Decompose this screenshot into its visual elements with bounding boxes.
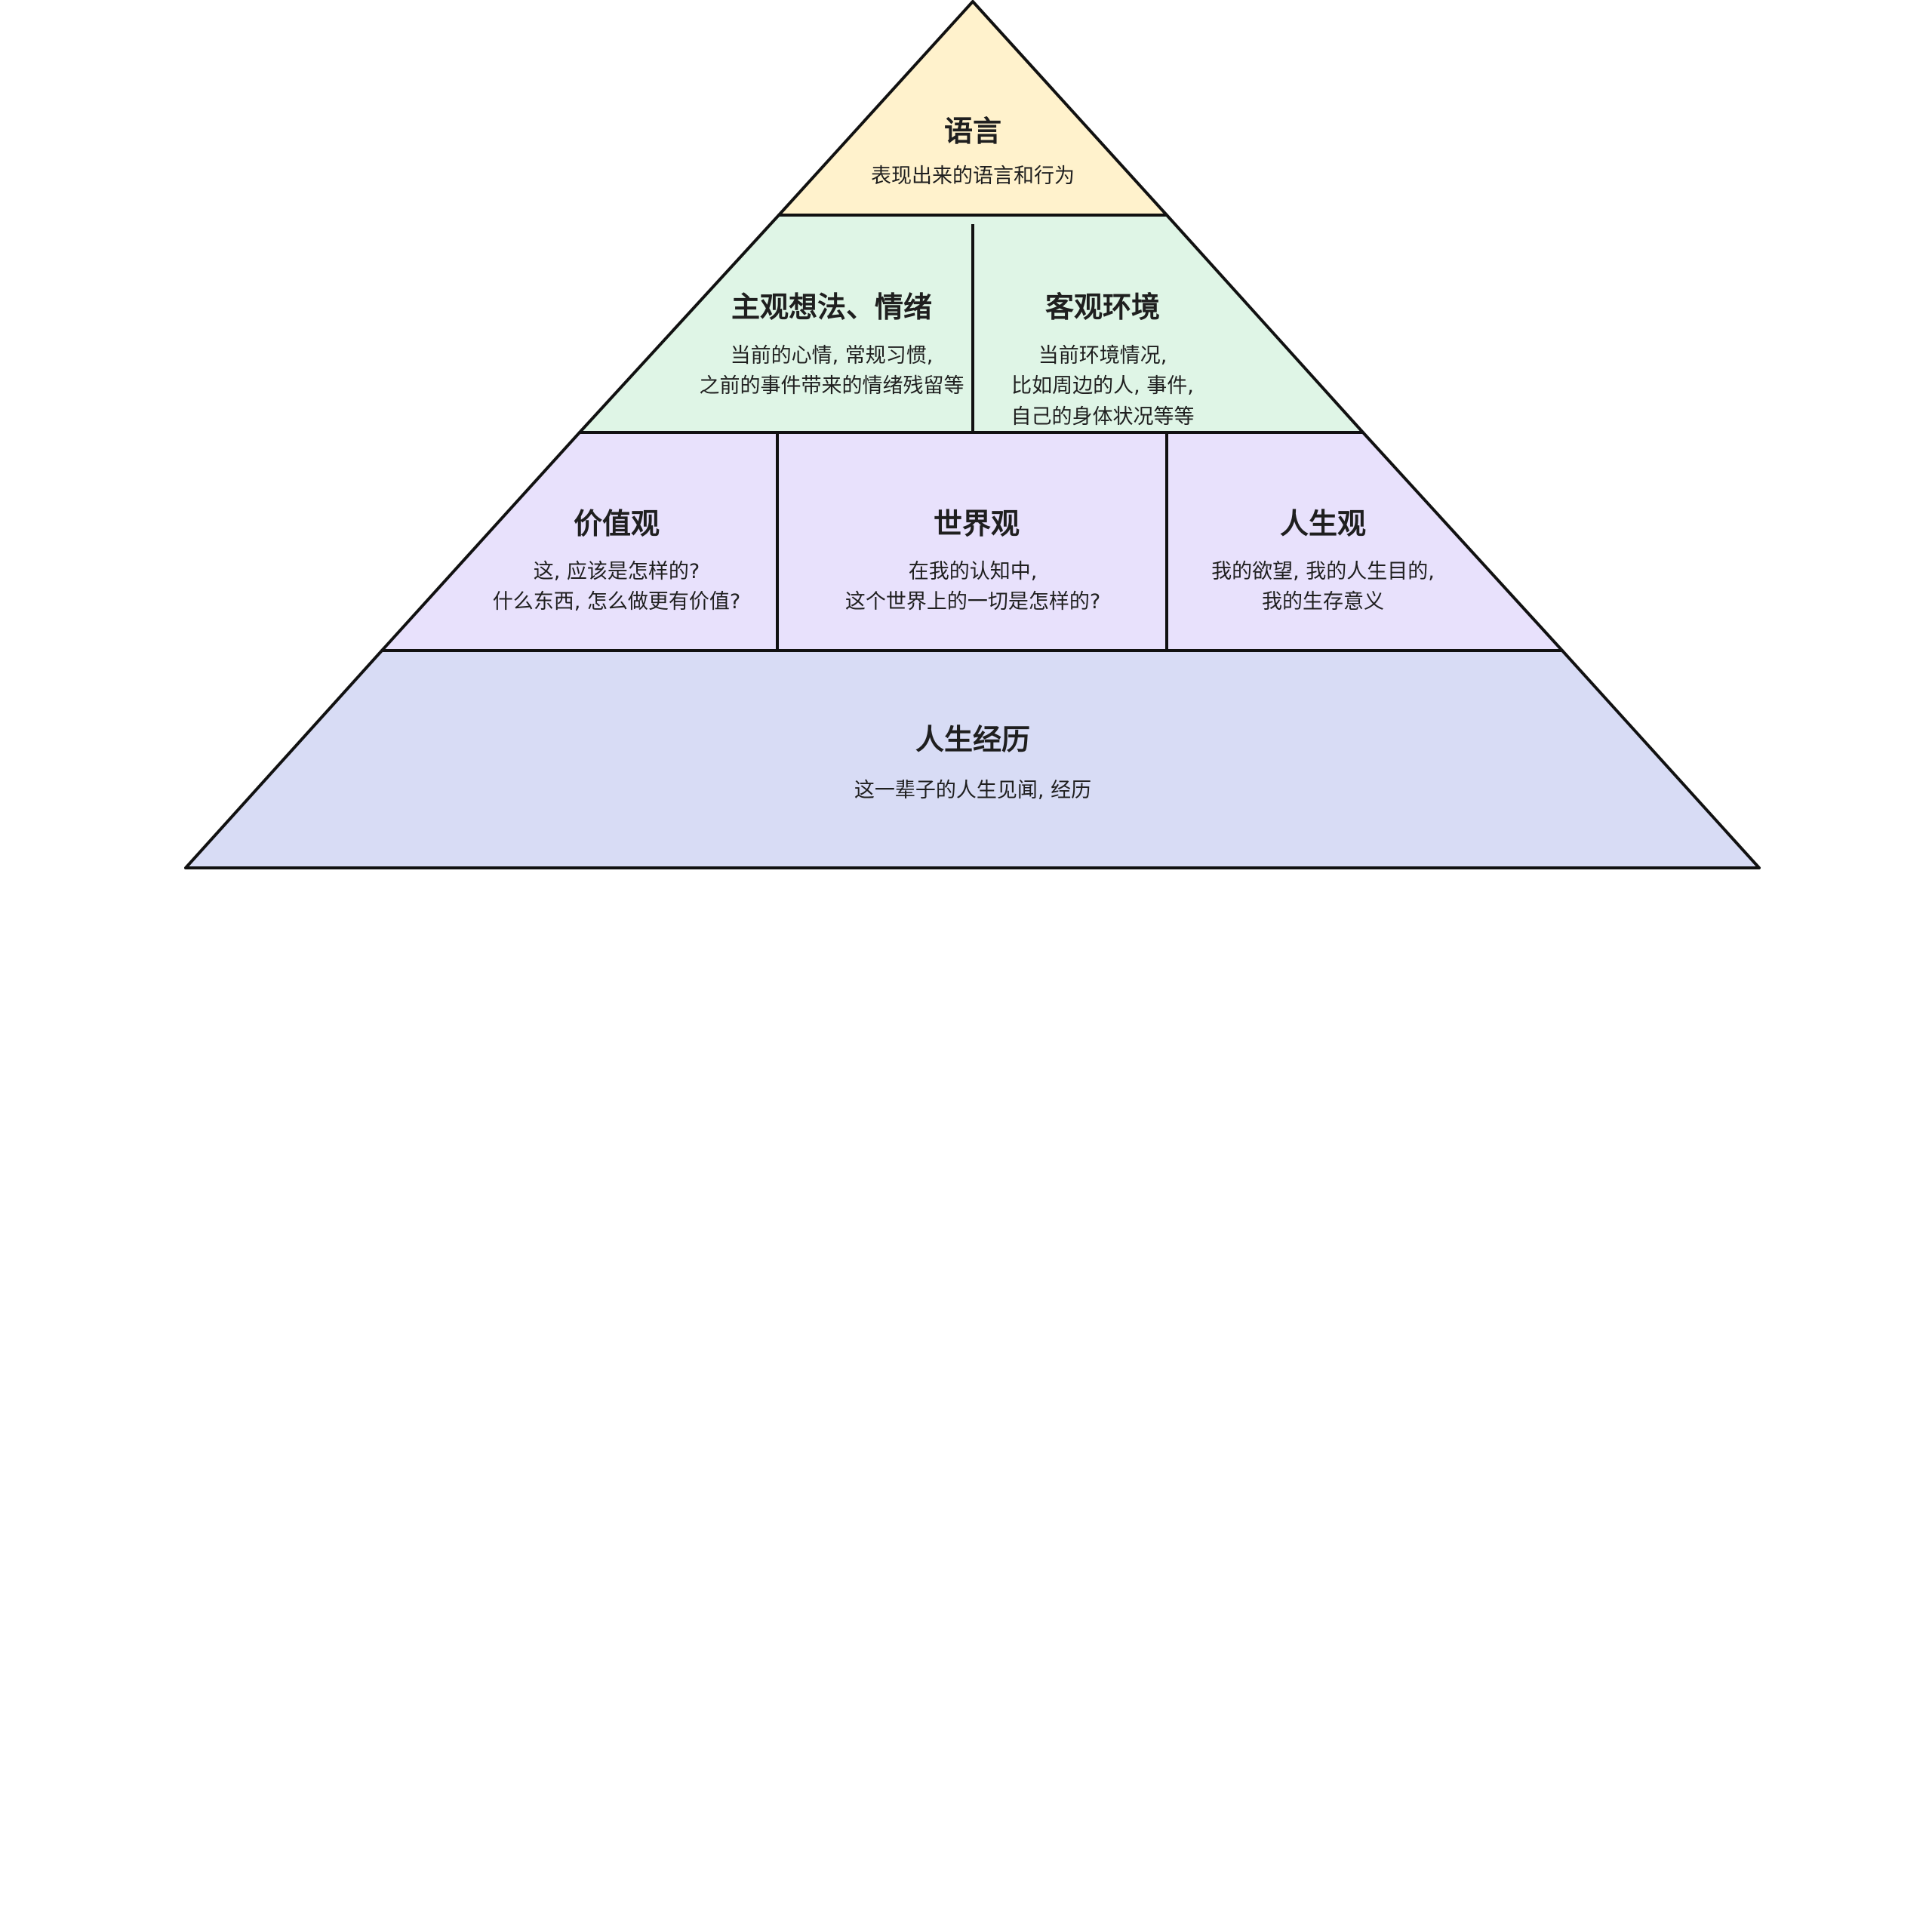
- level-worldview-desc-1: 在我的认知中,: [909, 560, 1038, 583]
- level-language-title: 语言: [944, 115, 1001, 148]
- level-objective-title: 客观环境: [1045, 291, 1160, 324]
- level-subjective-title: 主观想法、情绪: [731, 291, 932, 324]
- level-worldview-desc-2: 这个世界上的一切是怎样的?: [845, 590, 1100, 614]
- level-subjective-desc-2: 之前的事件带来的情绪残留等: [700, 374, 964, 398]
- level-values-title: 价值观: [574, 507, 660, 540]
- level-experience-title: 人生经历: [915, 723, 1030, 756]
- level-worldview-title: 世界观: [934, 507, 1020, 540]
- level-outlook: 人生观 我的欲望, 我的人生目的, 我的生存意义: [1211, 507, 1435, 614]
- level-values-desc-1: 这, 应该是怎样的?: [534, 560, 700, 583]
- level-outlook-title: 人生观: [1280, 507, 1366, 540]
- level-objective-desc-1: 当前环境情况,: [1038, 344, 1168, 368]
- level-language: 语言 表现出来的语言和行为: [871, 115, 1075, 188]
- band-experience: [184, 649, 1761, 869]
- level-outlook-desc-1: 我的欲望, 我的人生目的,: [1211, 560, 1435, 583]
- level-experience-desc-1: 这一辈子的人生见闻, 经历: [854, 779, 1091, 802]
- level-subjective: 主观想法、情绪 当前的心情, 常规习惯, 之前的事件带来的情绪残留等: [700, 291, 964, 398]
- level-worldview: 世界观 在我的认知中, 这个世界上的一切是怎样的?: [845, 507, 1100, 614]
- level-objective: 客观环境 当前环境情况, 比如周边的人, 事件, 自己的身体状况等等: [1011, 291, 1195, 429]
- level-objective-desc-3: 自己的身体状况等等: [1011, 405, 1195, 429]
- level-values-desc-2: 什么东西, 怎么做更有价值?: [493, 590, 741, 614]
- level-values: 价值观 这, 应该是怎样的? 什么东西, 怎么做更有价值?: [493, 507, 741, 614]
- level-objective-desc-2: 比如周边的人, 事件,: [1011, 374, 1194, 398]
- level-language-desc-1: 表现出来的语言和行为: [871, 165, 1075, 188]
- level-experience: 人生经历 这一辈子的人生见闻, 经历: [854, 723, 1091, 802]
- level-subjective-desc-1: 当前的心情, 常规习惯,: [731, 344, 934, 368]
- band-values-worldview-outlook: [380, 431, 1564, 652]
- level-outlook-desc-2: 我的生存意义: [1262, 590, 1384, 614]
